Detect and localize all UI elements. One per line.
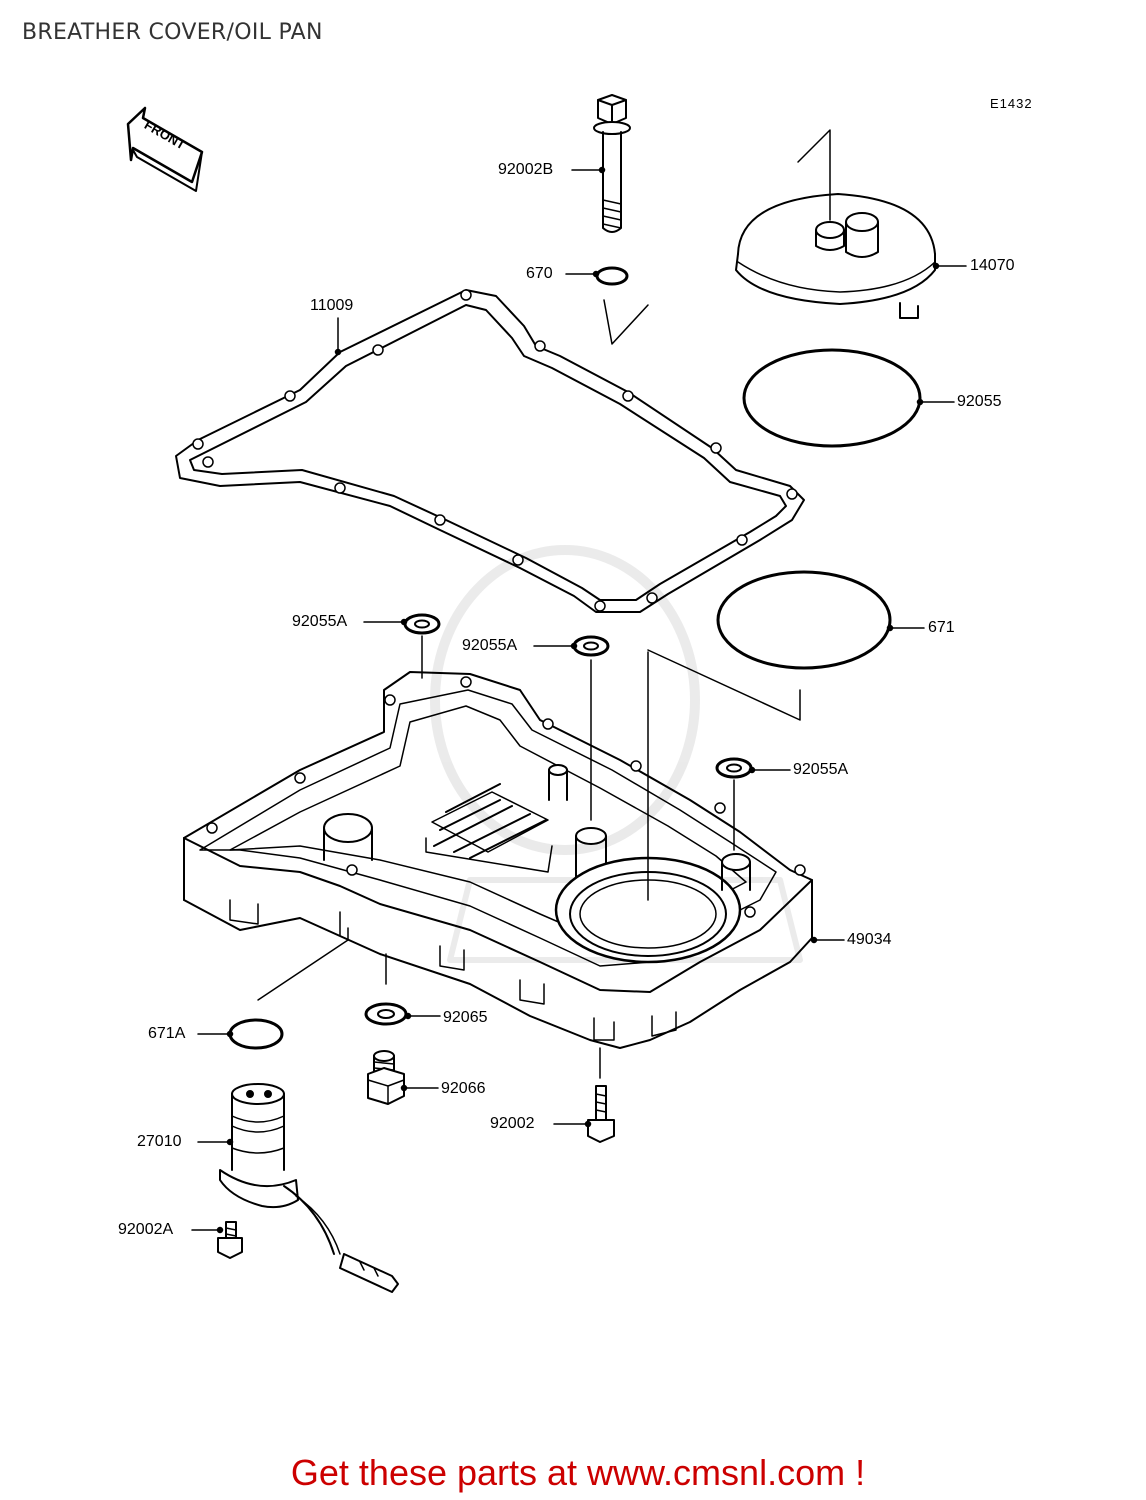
bolt-92002a	[217, 1221, 243, 1259]
o-ring-671	[716, 570, 892, 670]
drain-plug-92066	[367, 1050, 405, 1105]
part-label-670[interactable]: 670	[526, 265, 553, 282]
oil-pan-49034	[183, 635, 813, 1049]
page-title: BREATHER COVER/OIL PAN	[22, 20, 323, 45]
bolt-92002	[587, 1047, 615, 1143]
front-arrow-label: FRONT	[142, 117, 188, 152]
part-label-92055a-right[interactable]: 92055A	[793, 761, 849, 778]
part-label-92002b[interactable]: 92002B	[498, 161, 554, 178]
o-ring-670	[595, 266, 629, 286]
part-label-92066[interactable]: 92066	[441, 1080, 486, 1097]
breather-cover-14070	[735, 129, 936, 319]
oil-pressure-switch-27010	[219, 1083, 399, 1293]
part-label-671[interactable]: 671	[928, 619, 955, 636]
leader-lines	[191, 166, 967, 1234]
diagram-code: E1432	[990, 96, 1033, 111]
part-label-92065[interactable]: 92065	[443, 1009, 488, 1026]
part-label-49034[interactable]: 49034	[847, 931, 892, 948]
part-label-27010[interactable]: 27010	[137, 1133, 182, 1150]
footer-promo-link[interactable]: Get these parts at www.cmsnl.com !	[290, 1452, 866, 1493]
bolt-92002b	[593, 94, 631, 233]
front-arrow-icon: FRONT	[126, 106, 204, 192]
o-ring-92055	[742, 348, 922, 448]
part-label-11009[interactable]: 11009	[310, 297, 354, 314]
part-label-92055a-center[interactable]: 92055A	[462, 637, 518, 654]
gasket-11009	[175, 289, 805, 613]
part-label-92055[interactable]: 92055	[957, 393, 1002, 410]
part-label-92002a[interactable]: 92002A	[118, 1221, 174, 1238]
part-label-92055a-left[interactable]: 92055A	[292, 613, 348, 630]
part-label-14070[interactable]: 14070	[970, 257, 1015, 274]
washer-92065	[364, 1002, 408, 1026]
part-label-671a[interactable]: 671A	[148, 1025, 186, 1042]
part-label-92002[interactable]: 92002	[490, 1115, 535, 1132]
o-ring-671a	[228, 1018, 284, 1050]
